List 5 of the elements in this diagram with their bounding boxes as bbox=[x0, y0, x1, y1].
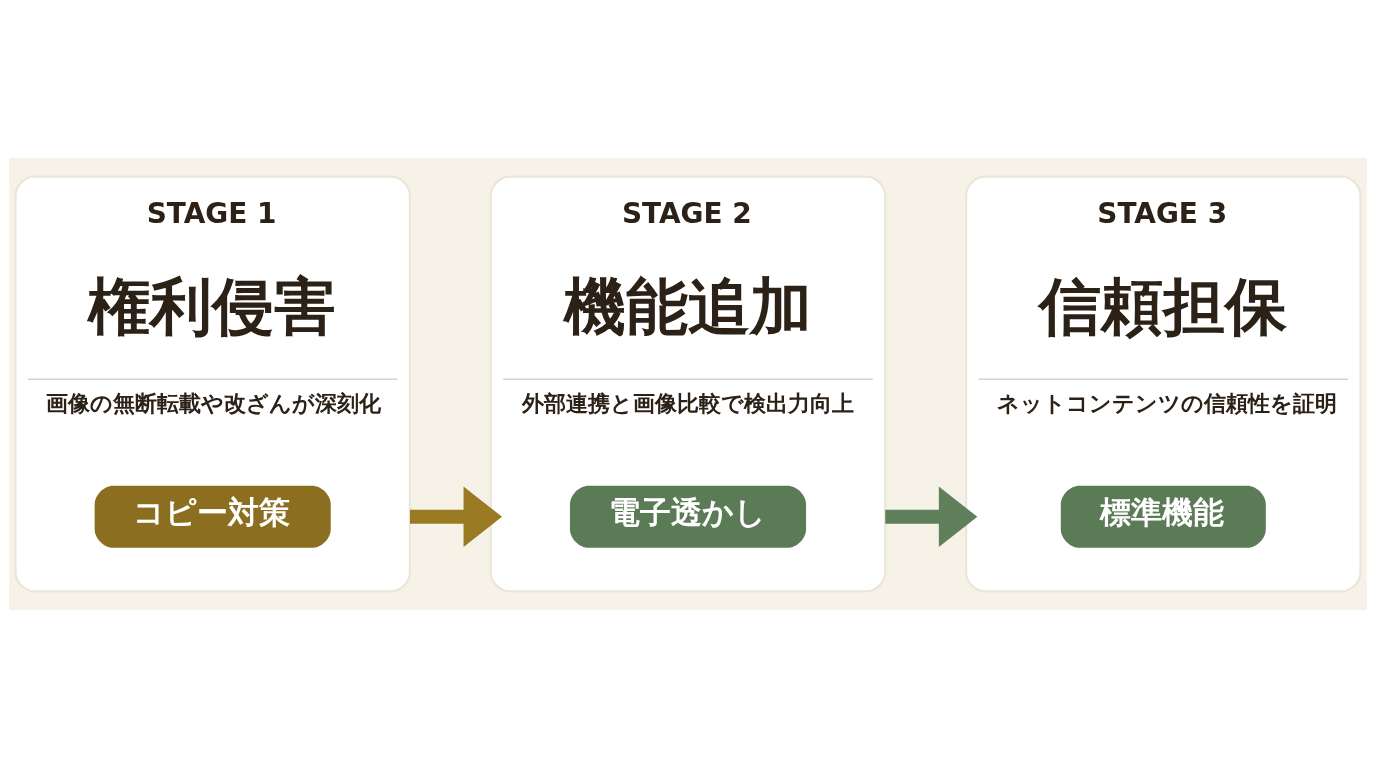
arrow bbox=[409, 486, 503, 548]
node-box: 標準機能 bbox=[1060, 485, 1266, 548]
node-box: 電子透かし bbox=[569, 485, 807, 548]
node-box: コピー対策 bbox=[94, 485, 331, 548]
arrow bbox=[885, 486, 978, 548]
